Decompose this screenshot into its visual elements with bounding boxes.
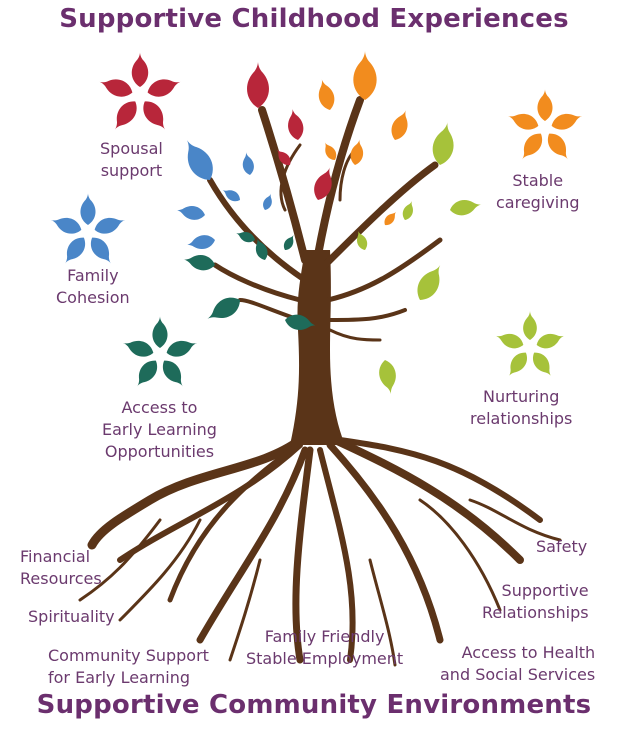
tree-branches — [207, 96, 443, 342]
footer-title: Supportive Community Environments — [36, 690, 592, 720]
blue-leaf-flower-icon — [48, 193, 128, 268]
lime-leaf-flower-icon — [493, 311, 567, 381]
label-spirituality: Spirituality — [28, 607, 115, 626]
green-leaf-flower-icon — [120, 316, 200, 391]
label-safety: Safety — [536, 537, 588, 556]
tree-roots — [78, 435, 562, 667]
page-title: Supportive Childhood Experiences — [59, 4, 569, 34]
tree-trunk — [290, 250, 345, 445]
orange-leaf-flower-icon — [505, 89, 585, 164]
red-leaf-flower-icon — [96, 52, 184, 135]
